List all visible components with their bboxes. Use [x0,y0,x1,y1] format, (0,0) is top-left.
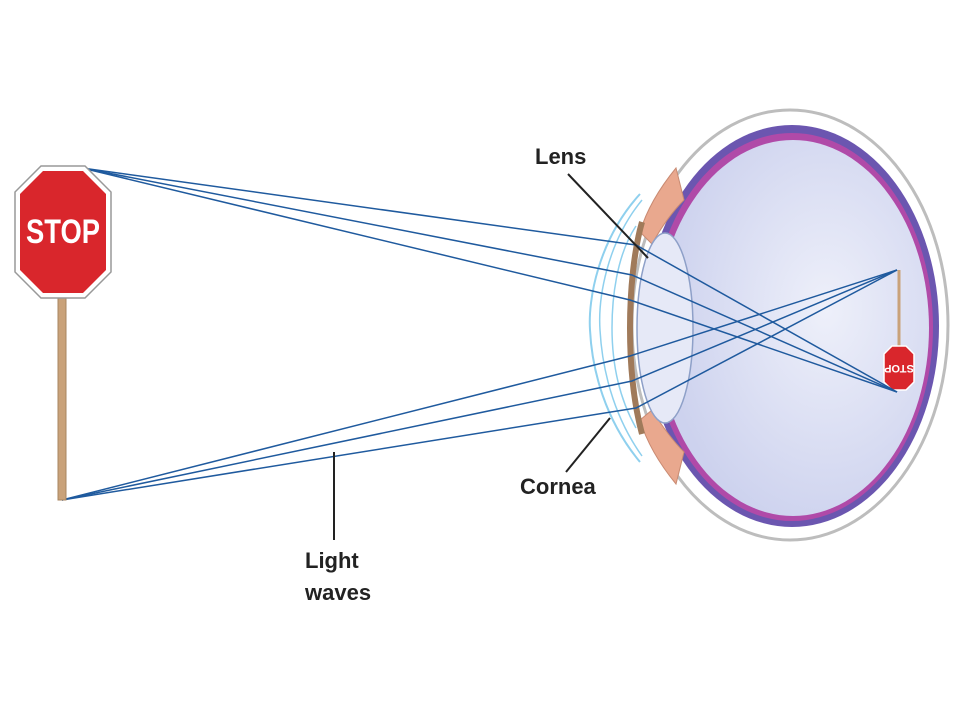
light-waves-label-group: Light waves [304,452,371,605]
vitreous-body [657,140,929,516]
light-waves-label-line1: Light [305,548,359,573]
ray-top-2 [81,167,898,393]
sign-octagon [20,171,106,293]
iris-line [626,221,645,435]
light-rays [61,167,898,501]
sign-pole [57,295,67,501]
eyeball-icon [588,108,950,542]
cornea-label: Cornea [520,474,597,499]
cornea-label-group: Cornea [520,417,611,499]
lens-label: Lens [535,144,586,169]
ray-bottom-2 [61,269,898,501]
retinal-image-text: STOP [884,362,914,374]
anterior-chamber [611,225,637,429]
retinal-stop-sign-icon [883,345,915,391]
lens [636,232,694,424]
anterior-segment [600,150,690,505]
lens-leader-line [567,173,649,259]
ray-top-3 [81,167,898,393]
sign-text: STOP [26,213,100,251]
light-waves-label-line2: waves [304,580,371,605]
iris-upper [639,166,685,245]
cornea-leader-line [565,417,611,473]
ray-bottom-3 [61,269,898,501]
stop-sign-icon: STOP [14,165,112,501]
ray-bottom-1 [61,269,898,501]
lens-label-group: Lens [535,144,649,259]
retinal-image: STOP [883,270,915,391]
cornea [588,193,641,463]
